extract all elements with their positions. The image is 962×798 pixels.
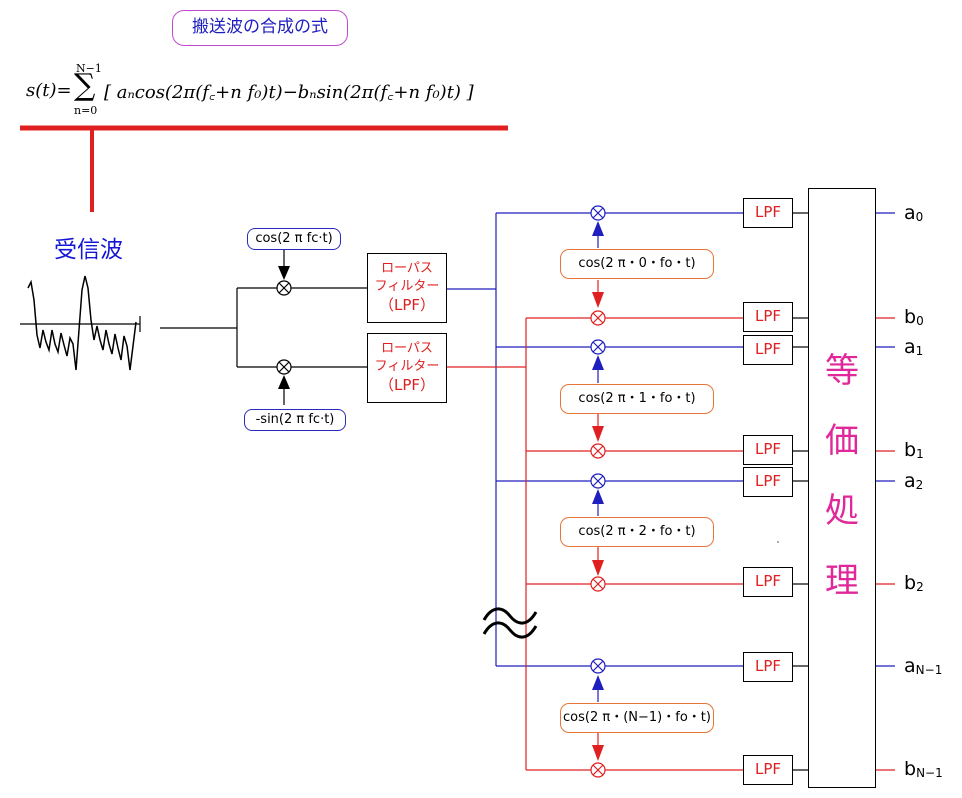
subcarrier-arrows bbox=[592, 221, 604, 761]
lowpass-filter-q: ローパス フィルター （LPF） bbox=[367, 333, 447, 403]
output-b2: b2 bbox=[904, 572, 924, 594]
lpf-to-equalizer bbox=[793, 212, 808, 771]
output-symbol: b bbox=[904, 572, 917, 594]
formula-lhs: s(t)= bbox=[26, 80, 72, 101]
main-mixers bbox=[276, 280, 292, 375]
output-symbol: b bbox=[904, 306, 917, 328]
lpf-b0: LPF bbox=[743, 302, 793, 332]
lpf-label-line1: ローパス bbox=[381, 341, 433, 356]
lpf-b1: LPF bbox=[743, 435, 793, 465]
oscillator-sin: -sin(2 π fc·t) bbox=[244, 409, 346, 431]
equalizer-char-1: 等 bbox=[825, 351, 859, 391]
lpf-b2: LPF bbox=[743, 567, 793, 597]
lpf-label-line2: フィルター bbox=[374, 359, 440, 374]
lpf-label-line2: フィルター bbox=[374, 279, 440, 294]
q-branch-bus bbox=[447, 317, 895, 771]
lpf-label-line3: （LPF） bbox=[378, 296, 436, 314]
output-symbol: a bbox=[904, 470, 916, 492]
lpf-a1: LPF bbox=[743, 335, 793, 365]
input-split bbox=[160, 250, 367, 405]
output-index: 0 bbox=[916, 314, 924, 328]
lpf-a0: LPF bbox=[743, 198, 793, 228]
output-index: 2 bbox=[915, 478, 924, 492]
output-index: N−1 bbox=[916, 766, 943, 780]
lpf-an-1: LPF bbox=[743, 652, 793, 682]
output-b1: b1 bbox=[904, 439, 924, 461]
subcarrier-oscillator-1: cos(2 π・1・fo・t) bbox=[560, 384, 714, 414]
output-a0: a0 bbox=[904, 202, 923, 224]
output-index: 1 bbox=[915, 344, 924, 358]
stray-dot bbox=[777, 541, 779, 543]
output-symbol: a bbox=[904, 202, 916, 224]
approx-break-symbol bbox=[482, 607, 538, 639]
formula-body: [ aₙcos(2π(f꜀+n f₀)t)−bₙsin(2π(f꜀+n f₀)t… bbox=[104, 82, 474, 103]
output-index: N−1 bbox=[915, 663, 943, 677]
subcarrier-mixers-i bbox=[590, 205, 606, 674]
output-symbol: a bbox=[904, 336, 916, 358]
lpf-a2: LPF bbox=[743, 467, 793, 497]
oscillator-cos: cos(2 π fc·t) bbox=[247, 228, 341, 250]
output-symbol: a bbox=[904, 655, 916, 677]
output-index: 2 bbox=[916, 580, 924, 594]
lpf-bn-1: LPF bbox=[743, 755, 793, 785]
output-index: 0 bbox=[915, 210, 924, 224]
received-wave-label: 受信波 bbox=[54, 237, 123, 263]
subcarrier-oscillator-0: cos(2 π・0・fo・t) bbox=[560, 249, 714, 279]
equalizer-char-4: 理 bbox=[825, 561, 859, 601]
equalizer-char-2: 価 bbox=[825, 421, 859, 461]
output-index: 1 bbox=[916, 447, 924, 461]
sigma-symbol: ∑ bbox=[74, 68, 96, 103]
lpf-label-line3: （LPF） bbox=[378, 376, 436, 394]
sum-upper-limit: N−1 bbox=[76, 62, 102, 75]
lpf-label-line1: ローパス bbox=[381, 261, 433, 276]
subcarrier-oscillator-n-1: cos(2 π・(N−1)・fo・t) bbox=[560, 703, 714, 733]
arrow-down-cos bbox=[278, 266, 290, 280]
output-b0: b0 bbox=[904, 306, 924, 328]
equalizer-char-3: 処 bbox=[825, 491, 859, 531]
received-waveform bbox=[20, 275, 141, 371]
equalization-block: 等 価 処 理 bbox=[808, 188, 876, 788]
output-an-1: aN−1 bbox=[904, 655, 942, 677]
output-symbol: b bbox=[904, 439, 917, 461]
arrow-up-sin bbox=[278, 375, 290, 389]
carrier-synthesis-formula: s(t)= N−1 ∑ n=0 [ aₙcos(2π(f꜀+n f₀)t)−bₙ… bbox=[26, 62, 526, 118]
output-a1: a1 bbox=[904, 336, 923, 358]
lowpass-filter-i: ローパス フィルター （LPF） bbox=[367, 253, 447, 323]
formula-title: 搬送波の合成の式 bbox=[172, 10, 348, 46]
output-a2: a2 bbox=[904, 470, 923, 492]
subcarrier-mixers-q bbox=[590, 310, 606, 778]
subcarrier-oscillator-2: cos(2 π・2・fo・t) bbox=[560, 517, 714, 547]
i-branch-bus bbox=[447, 212, 895, 667]
output-bn-1: bN−1 bbox=[904, 758, 943, 780]
sum-lower-limit: n=0 bbox=[74, 104, 98, 117]
output-symbol: b bbox=[904, 758, 917, 780]
